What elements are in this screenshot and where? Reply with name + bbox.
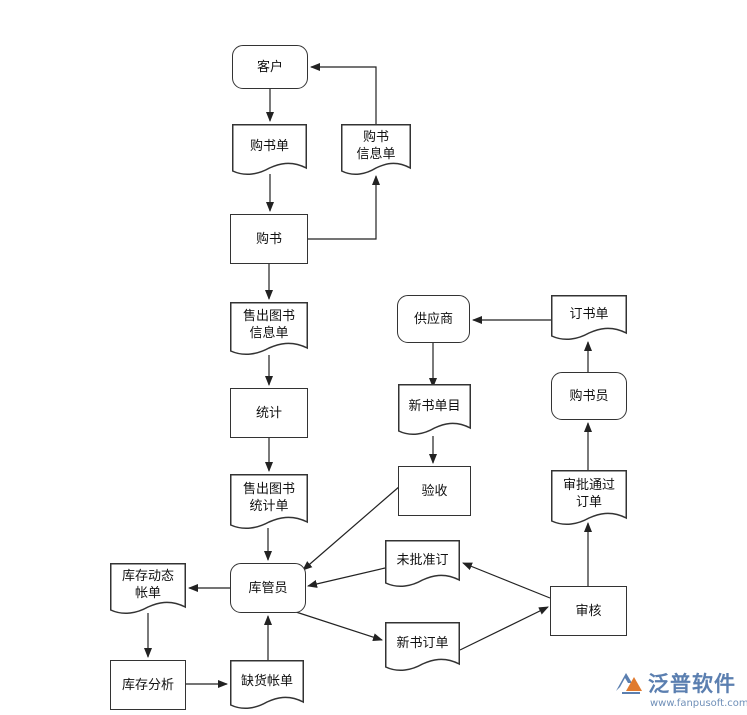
supplier-node: 供应商 — [397, 295, 470, 343]
book-info-doc-label: 购书 信息单 — [356, 130, 396, 162]
new-book-catalog-label: 新书单目 — [408, 398, 461, 414]
inventory-analysis-process: 库存分析 — [110, 660, 186, 710]
inventory-analysis-label: 库存分析 — [121, 677, 174, 693]
watermark-url: www.fanpusoft.com — [650, 698, 747, 709]
sold-book-stats-doc: 售出图书 统计单 — [230, 474, 308, 530]
buyer-node: 购书员 — [551, 372, 627, 420]
document-shape — [385, 622, 460, 672]
document-shape — [232, 124, 307, 176]
document-shape — [385, 540, 460, 588]
shortage-list-label: 缺货帐单 — [240, 673, 293, 689]
purchase-order-label: 购书单 — [249, 138, 289, 154]
customer-node: 客户 — [232, 45, 308, 89]
arrow-acceptance-to-warehouse-keeper — [302, 485, 401, 571]
watermark-brand: 泛普软件 — [648, 672, 736, 696]
customer-label: 客户 — [256, 59, 283, 75]
arrow-new-book-order-to-review — [459, 606, 549, 651]
inventory-dynamic-label: 库存动态 帐单 — [121, 569, 174, 601]
arrow-book-info-to-customer — [310, 63, 377, 126]
shortage-list-doc: 缺货帐单 — [230, 660, 304, 710]
review-label: 审核 — [575, 603, 602, 619]
approved-order-label: 审批通过 订单 — [562, 478, 615, 510]
sold-book-info-doc: 售出图书 信息单 — [230, 302, 308, 356]
buyer-label: 购书员 — [569, 388, 609, 404]
document-shape — [398, 384, 471, 436]
document-shape — [551, 470, 627, 526]
purchase-order-doc: 购书单 — [232, 124, 307, 176]
document-shape — [110, 563, 186, 615]
document-shape — [551, 295, 627, 341]
arrow-review-to-unapproved-order — [462, 562, 551, 599]
warehouse-keeper-label: 库管员 — [248, 580, 288, 596]
buy-books-process: 购书 — [230, 214, 308, 264]
statistics-label: 统计 — [255, 405, 282, 421]
acceptance-process: 验收 — [398, 466, 471, 516]
order-doc-label: 订书单 — [569, 306, 609, 322]
acceptance-label: 验收 — [421, 483, 448, 499]
document-shape — [230, 474, 308, 530]
warehouse-keeper-node: 库管员 — [230, 563, 306, 613]
arrow-warehouse-keeper-to-new-book-order — [295, 611, 383, 642]
watermark: 泛普软件 www.fanpusoft.com — [612, 668, 747, 709]
new-book-order-label: 新书订单 — [396, 635, 449, 651]
new-book-order-doc: 新书订单 — [385, 622, 460, 672]
sold-book-info-label: 售出图书 信息单 — [242, 309, 295, 341]
document-shape — [230, 660, 304, 710]
arrow-buy-books-to-book-info — [308, 175, 380, 240]
sold-book-stats-label: 售出图书 统计单 — [242, 482, 295, 514]
book-info-doc: 购书 信息单 — [341, 124, 411, 176]
review-process: 审核 — [550, 586, 627, 636]
document-shape — [230, 302, 308, 356]
approved-order-doc: 审批通过 订单 — [551, 470, 627, 526]
unapproved-order-doc: 未批准订 — [385, 540, 460, 588]
new-book-catalog-doc: 新书单目 — [398, 384, 471, 436]
unapproved-order-label: 未批准订 — [396, 552, 449, 568]
buy-books-label: 购书 — [255, 231, 282, 247]
fanpu-logo-icon — [616, 673, 642, 694]
document-shape — [341, 124, 411, 176]
statistics-process: 统计 — [230, 388, 308, 438]
supplier-label: 供应商 — [413, 311, 453, 327]
order-doc: 订书单 — [551, 295, 627, 341]
inventory-dynamic-doc: 库存动态 帐单 — [110, 563, 186, 615]
arrow-unapproved-order-to-warehouse-keeper — [307, 567, 386, 588]
